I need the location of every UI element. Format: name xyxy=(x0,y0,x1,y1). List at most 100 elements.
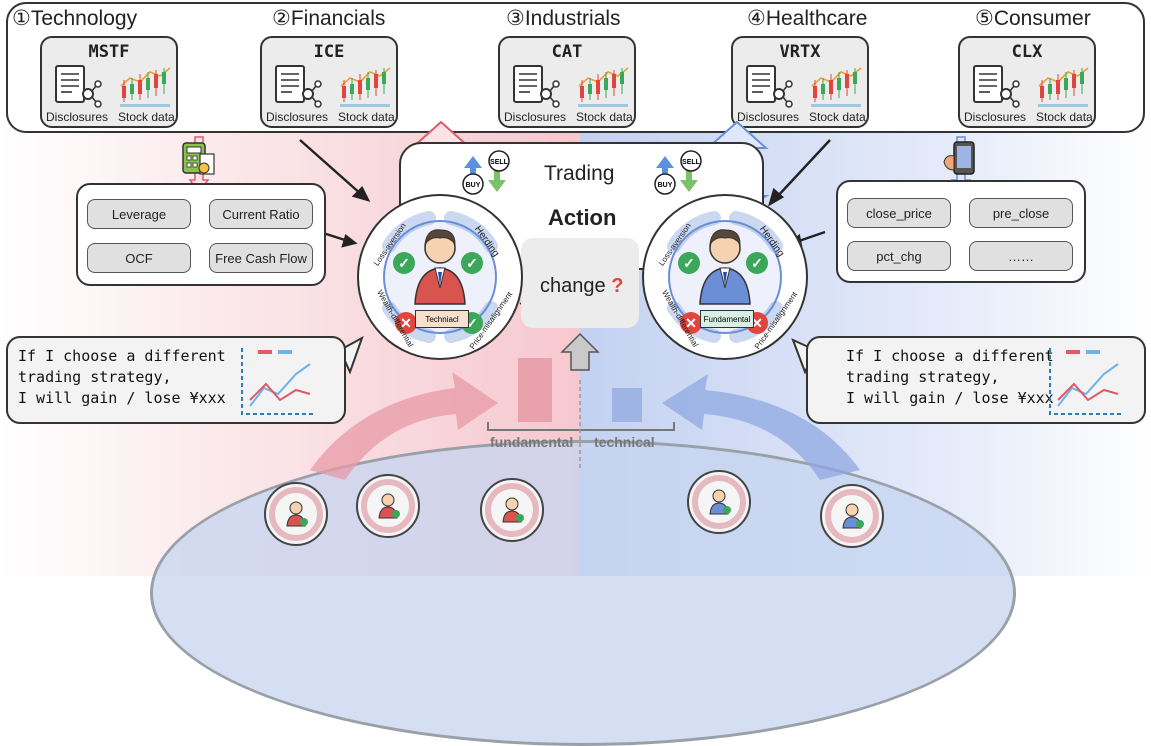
agent-role-label: Techniacl xyxy=(415,310,469,328)
sector-title: ⑤Consumer xyxy=(975,7,1091,30)
mini-agent-figure xyxy=(485,483,539,537)
right-speech-text: If I choose a different trading strategy… xyxy=(846,346,1054,409)
feature-pct-chg: pct_chg xyxy=(847,241,951,271)
check-icon: ✓ xyxy=(461,252,483,274)
mini-agent-figure xyxy=(361,479,415,533)
sector-title: ④Healthcare xyxy=(747,7,868,30)
stock-data-label: Stock data xyxy=(809,110,866,124)
cross-icon: ✕ xyxy=(680,312,702,334)
svg-text:BUY: BUY xyxy=(466,182,481,189)
feature-ocf: OCF xyxy=(87,243,191,273)
feature-close-price: close_price xyxy=(847,198,951,228)
technical-feature-panel: close_price pre_close pct_chg …… xyxy=(836,180,1086,283)
document-icon xyxy=(973,65,1020,108)
disclosures-label: Disclosures xyxy=(504,110,567,124)
fundamental-feature-panel: Leverage Current Ratio OCF Free Cash Flo… xyxy=(76,183,326,286)
check-icon: ✓ xyxy=(678,252,700,274)
small-agent-icon xyxy=(480,478,544,542)
stock-data-label: Stock data xyxy=(338,110,395,124)
calculator-icon xyxy=(182,142,215,175)
bar-bracket xyxy=(487,422,675,431)
candlestick-icon xyxy=(1038,67,1089,107)
candlestick-icon xyxy=(578,67,629,107)
disclosures-label: Disclosures xyxy=(46,110,109,124)
speech-line-2: trading strategy, xyxy=(846,368,1000,386)
small-agent-icon xyxy=(820,484,884,548)
agent-role-label: Fundamental xyxy=(700,310,754,328)
buy-sell-icon-right: SELL BUY xyxy=(654,150,702,195)
document-icon xyxy=(275,65,322,108)
svg-text:SELL: SELL xyxy=(682,159,701,166)
mini-agent-figure xyxy=(692,475,746,529)
trading-title: Trading xyxy=(544,162,615,185)
left-speech-text: If I choose a different trading strategy… xyxy=(18,346,226,409)
agent-figure xyxy=(667,211,783,343)
ticker-card: CAT Disclosures Stock data xyxy=(498,36,636,128)
sector-title: ①Technology xyxy=(12,7,138,30)
bar-label-technical: technical xyxy=(594,434,655,450)
mini-agent-figure xyxy=(825,489,879,543)
candlestick-icon xyxy=(120,67,171,107)
up-arrow xyxy=(560,332,600,371)
check-icon: ✓ xyxy=(393,252,415,274)
bar-technical xyxy=(612,388,642,422)
ticker-card: MSTF Disclosures Stock data xyxy=(40,36,178,128)
disclosures-label: Disclosures xyxy=(964,110,1027,124)
bar-label-fundamental: fundamental xyxy=(490,434,574,450)
speech-line-2: trading strategy, xyxy=(18,368,172,386)
left-speech-bubble: If I choose a different trading strategy… xyxy=(6,336,346,424)
line-chart-icon xyxy=(241,348,314,415)
action-title: Action xyxy=(548,205,617,230)
small-agent-icon xyxy=(264,482,328,546)
change-label: change ? xyxy=(540,275,623,298)
line-chart-icon xyxy=(1049,348,1122,415)
right-speech-bubble: If I choose a different trading strategy… xyxy=(806,336,1146,424)
check-icon: ✓ xyxy=(746,252,768,274)
feature-current-ratio: Current Ratio xyxy=(209,199,313,229)
change-box xyxy=(521,238,639,328)
agent-figure xyxy=(382,211,498,343)
feature-more: …… xyxy=(969,241,1073,271)
ticker-symbol: ICE xyxy=(313,42,345,62)
change-question: ? xyxy=(611,275,624,297)
left-curve-arrow xyxy=(310,372,498,480)
right-curve-arrow xyxy=(662,374,860,480)
ticker-symbol: CLX xyxy=(1011,42,1043,62)
speech-line-3: I will gain / lose ¥xxx xyxy=(18,389,226,407)
stock-data-label: Stock data xyxy=(118,110,175,124)
feature-free-cash-flow: Free Cash Flow xyxy=(209,243,313,273)
sector-title: ③Industrials xyxy=(506,7,621,30)
bar-fundamental xyxy=(518,358,552,422)
buy-sell-icon-left: SELL BUY xyxy=(462,150,510,195)
small-agent-icon xyxy=(356,474,420,538)
phone-chart-icon xyxy=(943,141,975,175)
document-icon xyxy=(55,65,102,108)
small-agent-icon xyxy=(687,470,751,534)
feature-leverage: Leverage xyxy=(87,199,191,229)
ticker-card: CLX Disclosures Stock data xyxy=(958,36,1096,128)
speech-line-1: If I choose a different xyxy=(846,347,1054,365)
ticker-symbol: MSTF xyxy=(88,42,130,62)
svg-text:SELL: SELL xyxy=(490,159,509,166)
stock-data-label: Stock data xyxy=(576,110,633,124)
ticker-symbol: CAT xyxy=(551,42,583,62)
cross-icon: ✕ xyxy=(395,312,417,334)
change-text: change xyxy=(540,275,606,297)
document-icon xyxy=(513,65,560,108)
candlestick-icon xyxy=(811,67,862,107)
document-icon xyxy=(746,65,793,108)
sector-title: ②Financials xyxy=(272,7,386,30)
disclosures-label: Disclosures xyxy=(266,110,329,124)
speech-line-3: I will gain / lose ¥xxx xyxy=(846,389,1054,407)
candlestick-icon xyxy=(340,67,391,107)
stock-data-label: Stock data xyxy=(1036,110,1093,124)
ticker-symbol: VRTX xyxy=(779,42,821,62)
speech-line-1: If I choose a different xyxy=(18,347,226,365)
ticker-card: ICE Disclosures Stock data xyxy=(260,36,398,128)
mini-agent-figure xyxy=(269,487,323,541)
feature-pre-close: pre_close xyxy=(969,198,1073,228)
svg-text:BUY: BUY xyxy=(658,182,673,189)
